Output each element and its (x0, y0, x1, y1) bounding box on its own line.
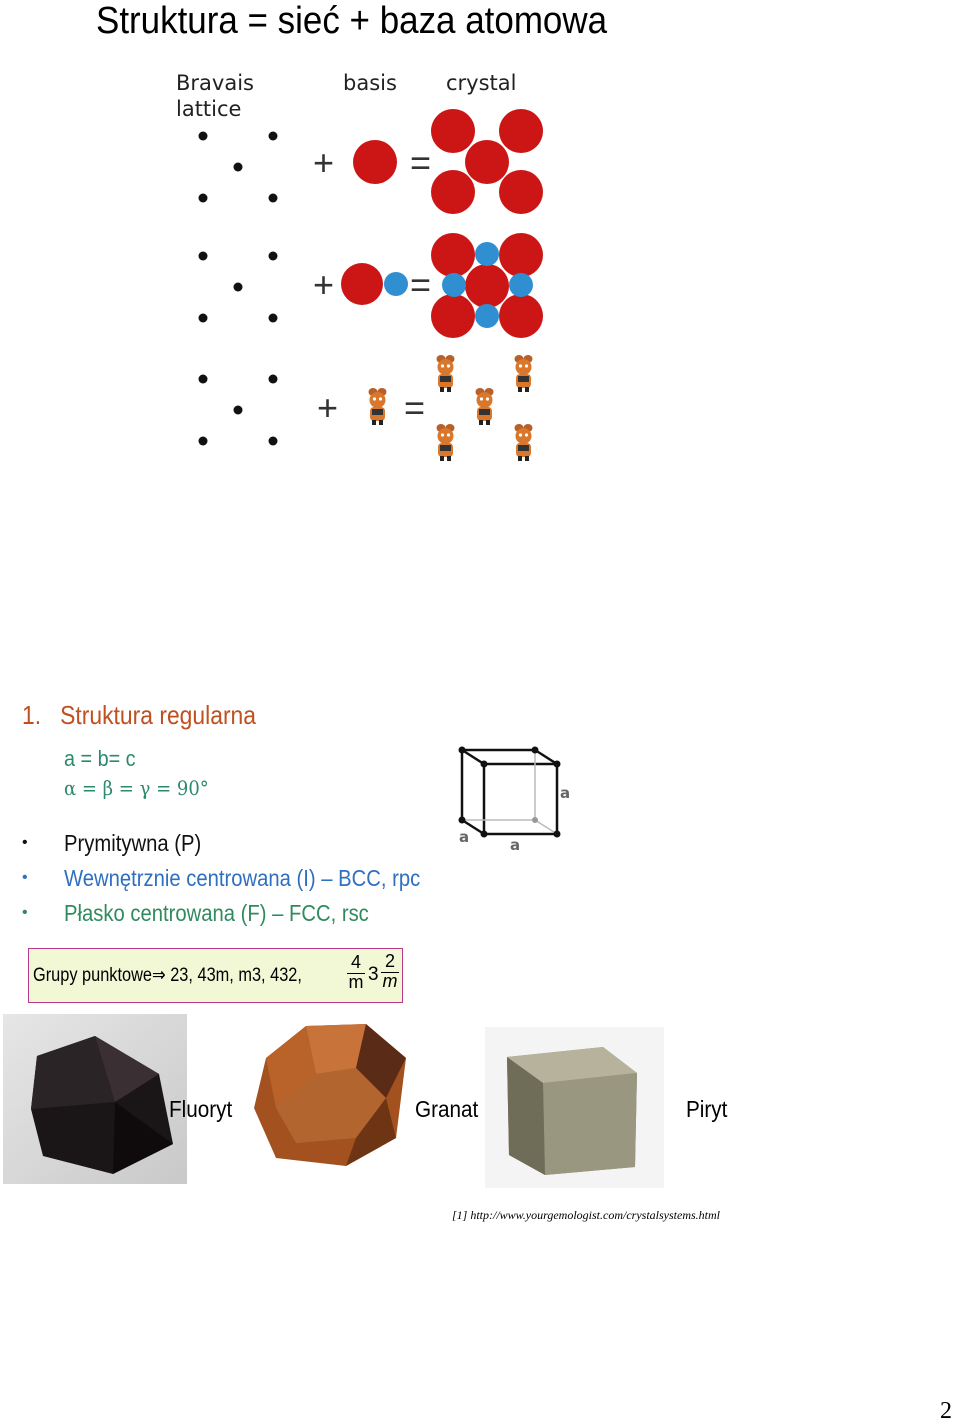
bullet-face-centered: Płasko centrowana (F) – FCC, rsc (64, 900, 369, 926)
fraction-4-over-m: 4 m (347, 952, 365, 993)
fraction-numerator: 4 (350, 952, 361, 972)
photo-label-fluorite: Fluoryt (169, 1096, 233, 1122)
point-group-middle: 3 (368, 964, 379, 985)
fraction-denominator: m (382, 971, 398, 991)
basis-red-atom-1 (353, 140, 397, 184)
bullet-dot: • (22, 834, 28, 851)
bullet-dot: • (22, 904, 28, 921)
plus-sign-2: + (313, 264, 334, 305)
bullet-primitive: Prymitywna (P) (64, 830, 202, 856)
cubic-cell-diagram: a a a (458, 746, 570, 854)
mouse-icon (475, 388, 494, 425)
crystal-row-3 (436, 355, 533, 461)
equation-angles: α = β = γ = 90° (64, 776, 209, 800)
cube-label-a: a (459, 828, 469, 846)
basis-label: basis (343, 71, 397, 95)
equals-sign-1: = (410, 142, 431, 183)
bullet-dot: • (22, 869, 28, 886)
equation-lengths: a = b= c (64, 746, 136, 771)
fraction-bar (381, 972, 399, 973)
crystal-row-1 (431, 109, 543, 214)
plus-sign-1: + (313, 142, 334, 183)
section-number: 1. (22, 700, 42, 730)
implies-arrow-icon: ⇒ (151, 964, 166, 986)
reference-link[interactable]: [1] http://www.yourgemologist.com/crysta… (452, 1208, 720, 1222)
page-number: 2 (940, 1398, 952, 1424)
point-groups-box: Grupy punktowe⇒ 23, 43m, m3, 432, 4 m 3 … (28, 948, 403, 1003)
point-groups-text: Grupy punktowe⇒ 23, 43m, m3, 432, (33, 964, 302, 987)
lattice-row-3 (198, 374, 278, 446)
basis-blue-atom (384, 272, 408, 296)
photo-label-garnet: Granat (415, 1096, 479, 1122)
cube-label-a: a (510, 836, 520, 854)
bravais-label-line2: lattice (176, 97, 242, 121)
fluorite-photo (3, 1014, 187, 1184)
page-title: Struktura = sieć + baza atomowa (96, 0, 608, 42)
section-title: Struktura regularna (60, 700, 257, 730)
cube-label-a: a (560, 784, 570, 802)
crystal-label: crystal (446, 71, 517, 95)
lattice-row-2 (198, 251, 278, 323)
lattice-row-1 (198, 131, 278, 203)
mouse-icon (436, 355, 455, 392)
pyrite-photo (485, 1027, 664, 1188)
photo-label-pyrite: Piryt (686, 1096, 728, 1122)
bullet-body-centered: Wewnętrznie centrowana (I) – BCC, rpc (64, 865, 421, 891)
point-groups-list: 23, 43m, m3, 432, (170, 965, 302, 986)
basis-red-atom-2 (341, 263, 383, 305)
garnet-photo (246, 1018, 412, 1170)
equals-sign-2: = (410, 264, 431, 305)
fraction-numerator: 2 (384, 951, 395, 971)
lattice-basis-diagram: + = + = + = (198, 109, 543, 461)
fraction-denominator: m (348, 972, 364, 992)
mouse-icon (436, 424, 455, 461)
point-groups-label: Grupy punktowe (33, 965, 152, 986)
plus-sign-3: + (317, 387, 338, 428)
mouse-icon (514, 424, 533, 461)
fraction-bar (347, 973, 365, 974)
mouse-icon (514, 355, 533, 392)
section-heading: 1. Struktura regularna (22, 700, 256, 731)
crystal-row-2 (431, 233, 543, 338)
fraction-2-over-m: 2 m (381, 951, 399, 992)
basis-mouse-icon (368, 388, 387, 425)
equals-sign-3: = (404, 387, 425, 428)
bravais-label-line1: Bravais (176, 71, 254, 95)
